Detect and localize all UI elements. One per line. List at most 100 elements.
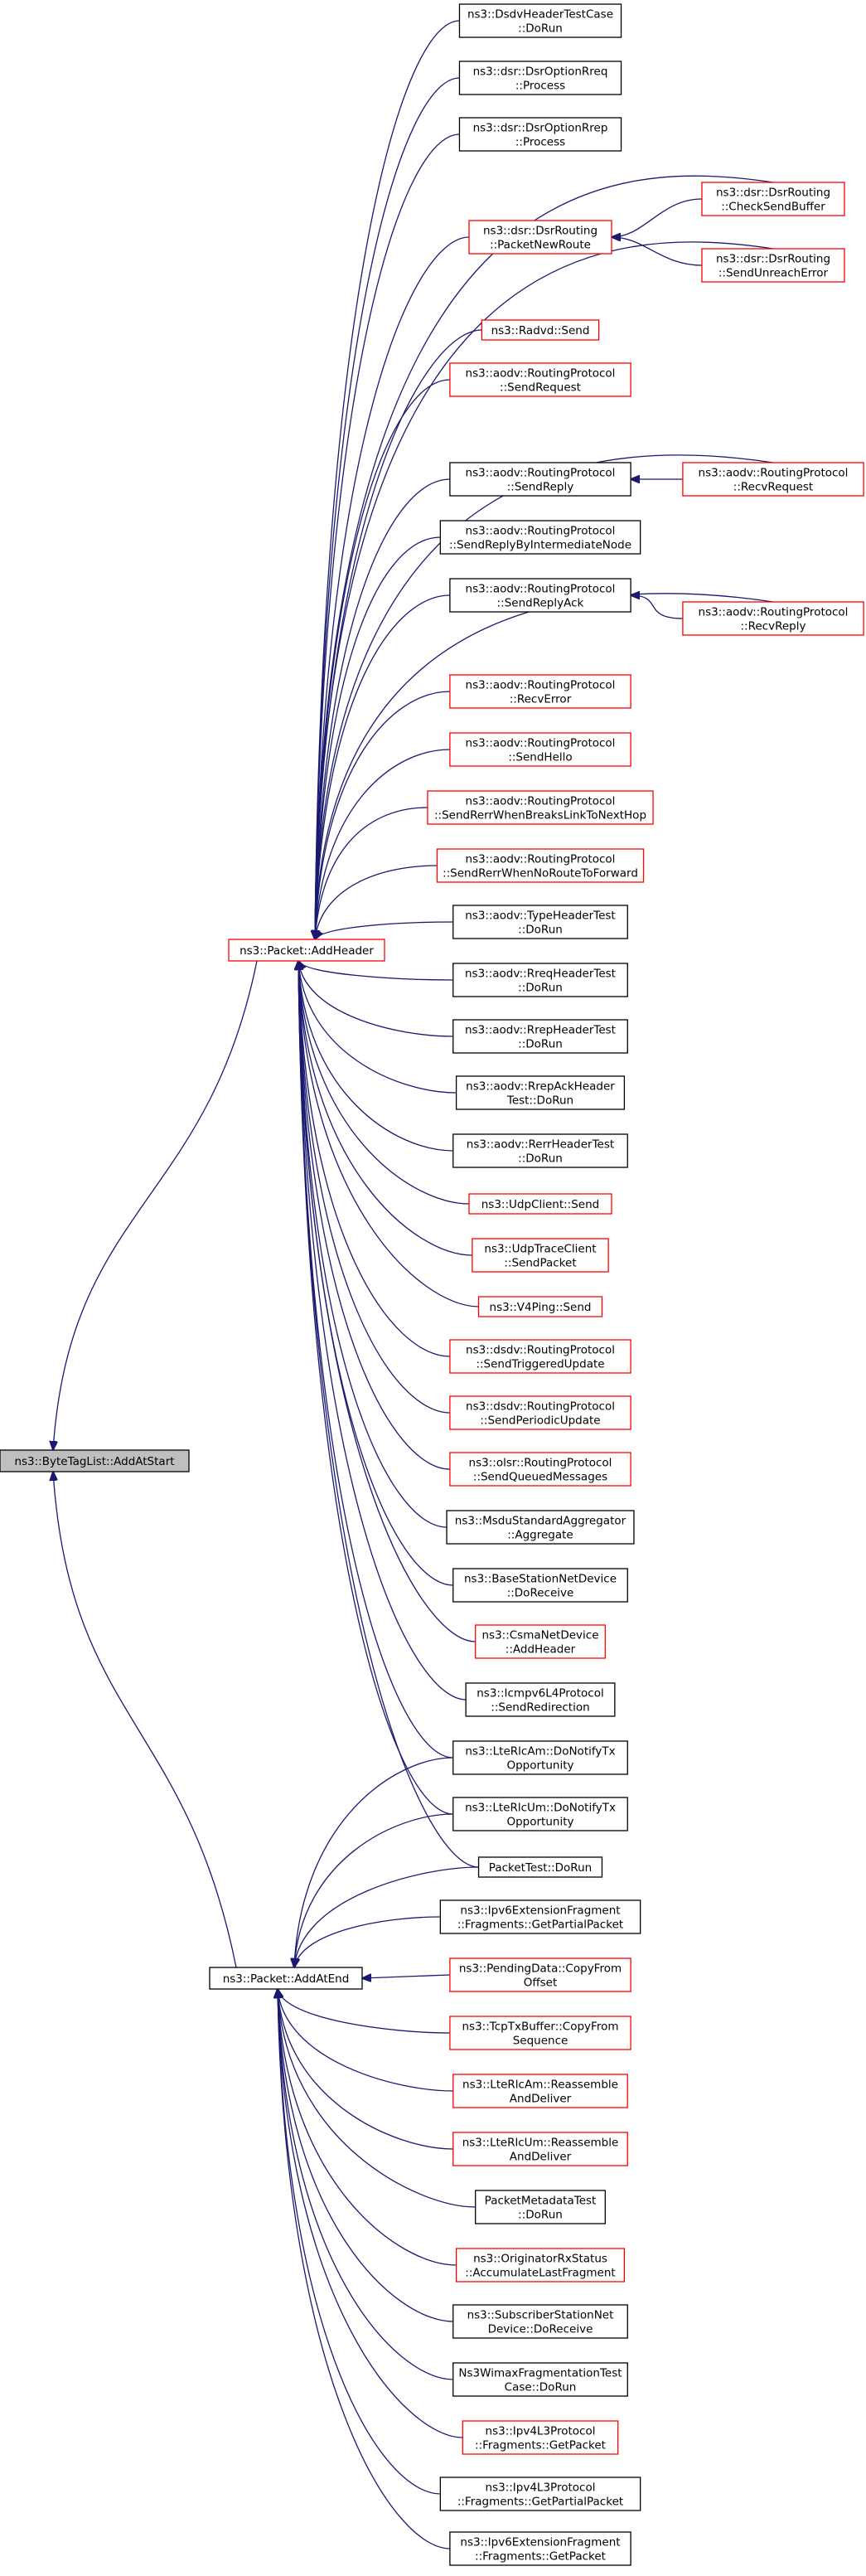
caller-node[interactable]: ns3::dsr::DsrOptionRrep::Process [458, 117, 622, 152]
node-label: ns3::DsdvHeaderTestCase [467, 8, 613, 22]
root-node-addatstart[interactable]: ns3::ByteTagList::AddAtStart [0, 1449, 190, 1472]
node-box [452, 905, 628, 939]
outer-caller-node[interactable]: ns3::dsr::DsrRouting::SendUnreachError [701, 248, 845, 283]
node-label: ns3::aodv::RoutingProtocol [466, 583, 616, 596]
node-label: ::SendRerrWhenNoRouteToForward [443, 867, 638, 880]
node-label: ::PacketNewRoute [490, 239, 591, 252]
caller-node[interactable]: ns3::Ipv4L3Protocol::Fragments::GetPacke… [462, 2420, 619, 2455]
caller-node[interactable]: ns3::aodv::RoutingProtocol::SendReply [449, 462, 631, 497]
node-box [449, 578, 631, 613]
node-box [701, 248, 845, 283]
edge-to-hub [298, 961, 479, 1868]
node-label: ns3::dsr::DsrOptionRrep [473, 122, 608, 135]
node-box [0, 1449, 190, 1472]
outer-caller-node[interactable]: ns3::aodv::RoutingProtocol::RecvReply [682, 601, 864, 636]
edge-to-hub [315, 536, 441, 939]
caller-node[interactable]: ns3::Ipv6ExtensionFragment::Fragments::G… [449, 2531, 631, 2566]
caller-node[interactable]: ns3::Ipv6ExtensionFragment::Fragments::G… [439, 1899, 641, 1934]
node-box [449, 674, 631, 709]
caller-node[interactable]: ns3::aodv::RoutingProtocol::SendRerrWhen… [427, 790, 654, 825]
outer-caller-node[interactable]: ns3::dsr::DsrRouting::CheckSendBuffer [701, 182, 845, 216]
node-label: ns3::Ipv6ExtensionFragment [460, 1904, 620, 1918]
edge-to-hub [278, 1989, 453, 2322]
caller-node[interactable]: PacketTest::DoRun [477, 1856, 603, 1878]
edge-to-hub [315, 329, 482, 939]
node-box [228, 939, 385, 962]
node-label: ns3::CsmaNetDevice [481, 1629, 598, 1642]
caller-node[interactable]: ns3::aodv::RoutingProtocol::SendRerrWhen… [436, 848, 645, 883]
node-box [449, 1339, 631, 1374]
caller-node[interactable]: ns3::aodv::TypeHeaderTest::DoRun [452, 905, 628, 939]
edge-to-hub [278, 1989, 453, 2380]
outer-caller-node[interactable]: ns3::aodv::RoutingProtocol::RecvRequest [682, 462, 864, 497]
caller-node[interactable]: ns3::aodv::RerrHeaderTest::DoRun [452, 1133, 628, 1168]
node-label: ns3::LteRlcUm::DoNotifyTx [465, 1802, 616, 1815]
node-label: ns3::BaseStationNetDevice [464, 1573, 617, 1586]
node-box [452, 2132, 628, 2166]
node-label: ns3::aodv::RoutingProtocol [466, 525, 616, 538]
caller-node[interactable]: ns3::Ipv4L3Protocol::Fragments::GetParti… [439, 2477, 641, 2511]
node-label: ::SendUnreachError [718, 267, 829, 280]
caller-node[interactable]: ns3::aodv::RoutingProtocol::SendHello [449, 732, 631, 767]
caller-node[interactable]: ns3::UdpClient::Send [468, 1193, 612, 1215]
caller-node[interactable]: ns3::aodv::RreqHeaderTest::DoRun [452, 963, 628, 997]
edge-to-hub [298, 961, 472, 1256]
edge-to-hub [315, 236, 470, 939]
caller-node[interactable]: ns3::aodv::RoutingProtocol::SendReplyByI… [439, 520, 641, 555]
node-label: ns3::aodv::RoutingProtocol [466, 795, 616, 808]
node-label: ns3::V4Ping::Send [490, 1301, 592, 1314]
caller-node[interactable]: ns3::dsr::DsrRouting::PacketNewRoute [468, 220, 612, 255]
caller-node[interactable]: ns3::dsr::DsrOptionRreq::Process [458, 61, 622, 95]
node-box [452, 1797, 628, 1831]
node-label: ::Process [515, 136, 565, 149]
edge-to-hub [298, 961, 450, 1357]
node-box [449, 1957, 631, 1992]
node-label: ::SendQueuedMessages [473, 1471, 607, 1484]
node-label: ::CheckSendBuffer [721, 201, 825, 214]
node-label: ns3::dsr::DsrRouting [716, 253, 830, 266]
node-box [452, 1740, 628, 1775]
caller-node[interactable]: ns3::UdpTraceClient::SendPacket [472, 1238, 609, 1273]
node-label: ns3::PendingData::CopyFrom [459, 1962, 622, 1976]
caller-node[interactable]: ns3::V4Ping::Send [477, 1296, 603, 1317]
caller-node[interactable]: ns3::olsr::RoutingProtocol::SendQueuedMe… [449, 1452, 631, 1487]
caller-node[interactable]: ns3::DsdvHeaderTestCase::DoRun [458, 3, 622, 38]
caller-node[interactable]: ns3::aodv::RrepHeaderTest::DoRun [452, 1019, 628, 1054]
node-label: ns3::LteRlcAm::Reassemble [462, 2079, 618, 2092]
node-label: ns3::Icmpv6L4Protocol [477, 1687, 604, 1700]
node-box [449, 462, 631, 497]
caller-node[interactable]: ns3::Radvd::Send [481, 319, 600, 341]
caller-node[interactable]: ns3::SubscriberStationNetDevice::DoRecei… [452, 2304, 628, 2339]
caller-node[interactable]: ns3::CsmaNetDevice::AddHeader [475, 1624, 606, 1659]
node-label: ns3::dsr::DsrRouting [716, 187, 830, 200]
caller-node[interactable]: ns3::dsdv::RoutingProtocol::SendTriggere… [449, 1339, 631, 1374]
caller-node[interactable]: ns3::aodv::RoutingProtocol::RecvError [449, 674, 631, 709]
caller-node[interactable]: ns3::aodv::RoutingProtocol::SendReplyAck [449, 578, 631, 613]
caller-node[interactable]: ns3::OriginatorRxStatus::AccumulateLastF… [455, 2248, 626, 2283]
caller-node[interactable]: ns3::dsdv::RoutingProtocol::SendPeriodic… [449, 1395, 631, 1430]
edge-to-hub [315, 865, 438, 939]
caller-node[interactable]: ns3::BaseStationNetDevice::DoReceive [452, 1568, 628, 1603]
caller-node[interactable]: ns3::aodv::RoutingProtocol::SendRequest [449, 362, 631, 397]
caller-node[interactable]: ns3::Icmpv6L4Protocol::SendRedirection [465, 1682, 616, 1717]
hub-node-add-at-end[interactable]: ns3::Packet::AddAtEnd [209, 1967, 363, 1990]
caller-node[interactable]: ns3::MsduStandardAggregator::Aggregate [446, 1510, 635, 1545]
node-label: ns3::aodv::RoutingProtocol [699, 606, 849, 619]
hub-node-add-header[interactable]: ns3::Packet::AddHeader [228, 939, 385, 962]
node-label: ns3::UdpClient::Send [481, 1198, 599, 1211]
edge-to-hub [278, 1989, 457, 2266]
node-label: ns3::Packet::AddAtEnd [223, 1972, 350, 1986]
node-label: ns3::aodv::RoutingProtocol [466, 679, 616, 692]
node-label: ns3::aodv::RoutingProtocol [466, 467, 616, 480]
node-box [439, 2477, 641, 2511]
node-label: ::SendTriggeredUpdate [476, 1358, 604, 1371]
caller-node[interactable]: PacketMetadataTest::DoRun [475, 2190, 606, 2224]
